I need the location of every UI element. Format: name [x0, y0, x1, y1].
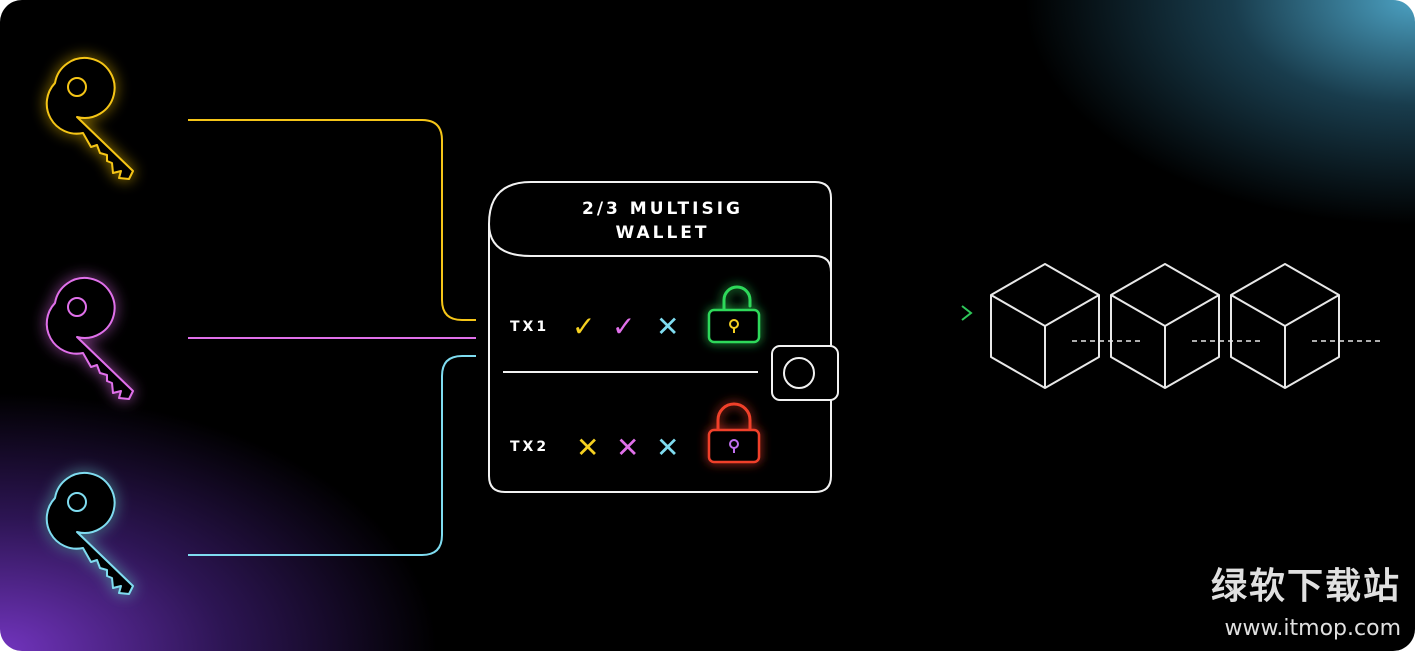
wallet-title: 2/3 MULTISIG WALLET	[560, 197, 765, 245]
key-icon-yellow	[45, 56, 135, 180]
check-icon-pink: ✓	[612, 310, 636, 343]
cross-icon-blue: ✕	[656, 310, 680, 343]
arrow-right-icon	[848, 305, 973, 321]
tx2-label: TX2	[510, 439, 550, 455]
cross-icon-yellow: ✕	[576, 431, 600, 464]
connector-line-blue	[188, 355, 476, 556]
wallet-title-line1: 2/3 MULTISIG	[582, 199, 743, 219]
block-cube-icon-3	[1230, 263, 1340, 389]
watermark-url: www.itmop.com	[1224, 616, 1401, 641]
block-cube-icon-1	[990, 263, 1100, 389]
unlocked-padlock-icon	[707, 285, 761, 344]
block-cube-icon-2	[1110, 263, 1220, 389]
cross-icon-blue-tx2: ✕	[656, 431, 680, 464]
wallet-icon	[488, 181, 839, 493]
locked-padlock-icon	[707, 402, 761, 464]
cross-icon-pink: ✕	[616, 431, 640, 464]
check-icon-yellow: ✓	[572, 310, 596, 343]
tx1-label: TX1	[510, 319, 550, 335]
key-icon-pink	[45, 276, 135, 400]
wallet-clasp	[771, 345, 839, 401]
wallet-title-line2: WALLET	[615, 223, 710, 243]
connector-line-yellow	[188, 119, 476, 321]
watermark-site-name: 绿软下载站	[1210, 566, 1401, 607]
key-icon-blue	[45, 471, 135, 595]
